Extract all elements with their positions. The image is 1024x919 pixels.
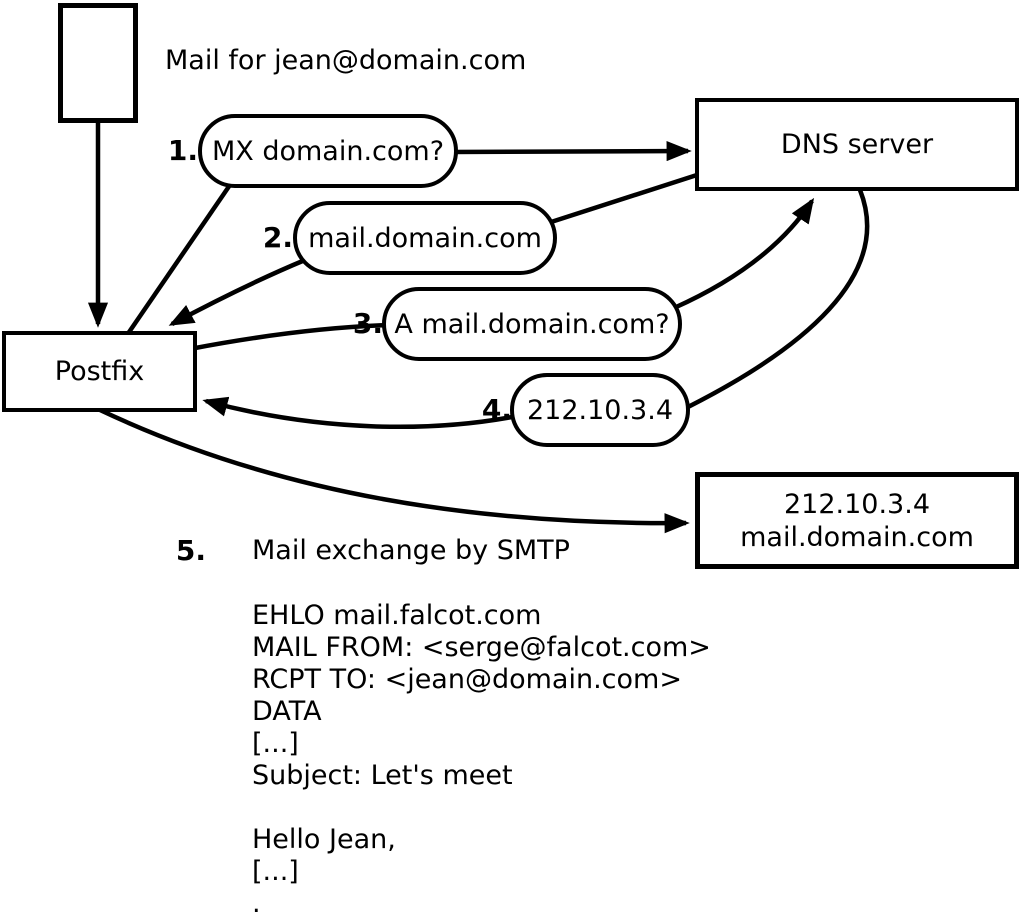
smtp-session-transcript: EHLO mail.falcot.com MAIL FROM: <serge@f… xyxy=(252,600,711,919)
mail-server-hostname: mail.domain.com xyxy=(740,521,974,553)
smtp-line-subject: Subject: Let's meet xyxy=(252,760,513,791)
mail-message-icon xyxy=(58,3,138,123)
line-dns-to-answer4 xyxy=(686,189,870,410)
step-5-label: Mail exchange by SMTP xyxy=(252,535,570,566)
smtp-line-data: DATA xyxy=(252,696,322,727)
smtp-line-ehlo: EHLO mail.falcot.com xyxy=(252,600,542,631)
step-3-query-a: A mail.domain.com? xyxy=(382,287,682,361)
step-3-label: A mail.domain.com? xyxy=(394,308,670,340)
arrow-postfix-to-mailserver xyxy=(99,407,690,534)
dns-server-node: DNS server xyxy=(695,98,1019,191)
postfix-label: Postfix xyxy=(54,356,145,387)
step-2-answer-mx: mail.domain.com xyxy=(293,201,557,275)
step-1-label: MX domain.com? xyxy=(211,135,445,167)
smtp-line-ellipsis-1: [...] xyxy=(252,728,299,759)
postfix-node: Postfix xyxy=(2,331,197,412)
smtp-line-mail-from: MAIL FROM: <serge@falcot.com> xyxy=(252,632,711,663)
smtp-line-hello: Hello Jean, xyxy=(252,824,396,855)
mail-server-ip: 212.10.3.4 xyxy=(784,488,930,520)
dns-server-label: DNS server xyxy=(780,129,934,160)
step-4-label: 212.10.3.4 xyxy=(527,394,673,426)
mail-for-label: Mail for jean@domain.com xyxy=(165,45,527,76)
step-4-number: 4. xyxy=(481,393,512,426)
step-5-number: 5. xyxy=(175,534,206,567)
smtp-line-rcpt-to: RCPT TO: <jean@domain.com> xyxy=(252,664,682,695)
step-2-number: 2. xyxy=(262,221,293,254)
step-3-number: 3. xyxy=(352,307,383,340)
arrow-answer4-to-postfix xyxy=(202,396,513,430)
arrow-query1-to-dns xyxy=(449,141,692,162)
step-1-query-mx: MX domain.com? xyxy=(198,114,458,188)
smtp-line-ellipsis-2: [...] xyxy=(252,856,299,887)
arrow-query3-to-dns xyxy=(673,197,815,311)
arrow-answer2-to-postfix xyxy=(168,257,306,326)
mail-server-node: 212.10.3.4 mail.domain.com xyxy=(695,472,1019,569)
step-4-answer-a: 212.10.3.4 xyxy=(510,373,690,447)
line-postfix-to-query3 xyxy=(189,322,391,352)
step-1-number: 1. xyxy=(167,134,198,167)
smtp-line-blank xyxy=(252,792,711,824)
smtp-line-end-dot: . xyxy=(252,888,261,919)
line-postfix-to-query1 xyxy=(123,180,234,340)
step-2-label: mail.domain.com xyxy=(308,222,542,254)
line-dns-to-answer2 xyxy=(547,171,701,226)
